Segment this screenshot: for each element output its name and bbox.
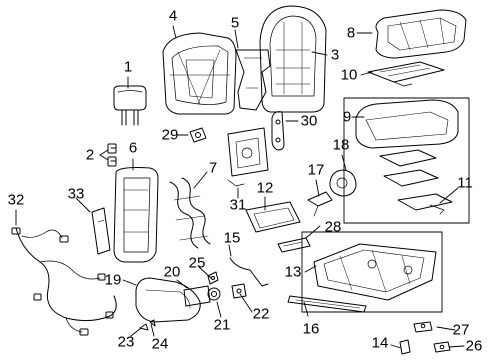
lumbar-assy-part <box>227 127 269 187</box>
headrest-part <box>113 85 147 126</box>
callout-1: 1 <box>123 58 133 76</box>
callout-27: 27 <box>452 321 470 339</box>
seatback-cover-part <box>259 5 327 113</box>
callout-17: 17 <box>307 161 325 179</box>
switch-bezel-part <box>183 285 211 307</box>
seatback-insulator-part <box>235 49 271 111</box>
callout-11: 11 <box>457 174 473 192</box>
callout-19: 19 <box>104 271 122 289</box>
callout-16: 16 <box>302 320 320 338</box>
callout-12: 12 <box>256 179 274 197</box>
cushion-frame-12-part <box>245 201 301 233</box>
callout-10: 10 <box>340 66 358 84</box>
headrest-guide-part <box>107 143 117 167</box>
knob-21-part <box>207 287 221 301</box>
callout-7: 7 <box>208 159 218 177</box>
callout-25: 25 <box>188 254 206 272</box>
support-28-part <box>277 237 311 253</box>
callout-21: 21 <box>213 316 231 334</box>
callout-18: 18 <box>332 136 350 154</box>
bracket-17-part <box>307 191 333 217</box>
callout-15: 15 <box>223 229 241 247</box>
fasteners-lower-right <box>399 321 451 355</box>
cushion-heater-part <box>367 61 445 87</box>
lumbar-spring-part <box>169 177 211 249</box>
side-airbag-part <box>91 207 111 255</box>
callout-13: 13 <box>284 263 302 281</box>
shield-18-part <box>329 169 357 197</box>
callout-29: 29 <box>161 126 179 144</box>
callout-4: 4 <box>168 7 178 25</box>
side-shield-part <box>135 277 201 323</box>
seat-track-part <box>287 295 367 313</box>
callout-20: 20 <box>163 263 181 281</box>
callout-3: 3 <box>330 46 340 64</box>
callout-9: 9 <box>342 108 352 126</box>
callout-2: 2 <box>85 146 95 164</box>
callout-26: 26 <box>465 337 483 355</box>
callout-22: 22 <box>252 305 270 323</box>
seatback-pad-part <box>162 32 237 115</box>
callout-30: 30 <box>300 112 318 130</box>
cushion-cover-part <box>375 9 467 59</box>
switch-22-part <box>231 283 247 299</box>
callout-31: 31 <box>229 196 247 214</box>
callout-8: 8 <box>346 24 356 42</box>
callout-28: 28 <box>324 218 342 236</box>
small-fasteners <box>139 271 219 331</box>
wiring-harness-part <box>11 227 117 336</box>
callout-24: 24 <box>151 335 169 353</box>
bracket-30-part <box>271 111 285 151</box>
seatback-frame-part <box>113 167 159 263</box>
callout-14: 14 <box>371 334 389 352</box>
cushion-pad-box <box>343 97 470 224</box>
bracket-29-part <box>189 127 207 143</box>
callout-32: 32 <box>7 191 25 209</box>
rod-15-part <box>229 257 269 287</box>
callout-23: 23 <box>117 333 135 351</box>
callout-6: 6 <box>128 139 138 157</box>
callout-5: 5 <box>230 14 240 32</box>
adjuster-box <box>301 231 443 313</box>
callout-33: 33 <box>67 185 85 203</box>
